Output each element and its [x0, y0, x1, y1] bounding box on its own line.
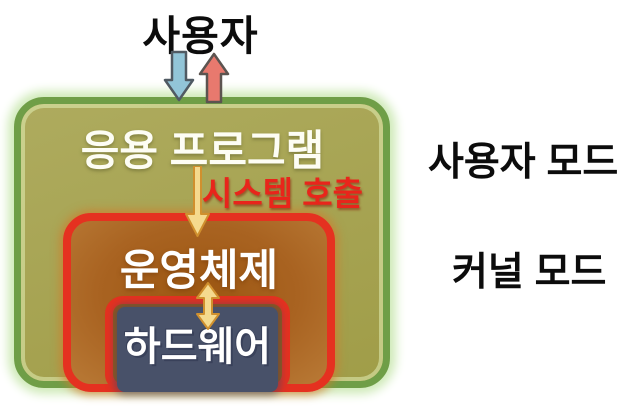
system-call-arrow-icon [185, 166, 210, 237]
user-io-arrows [163, 50, 230, 104]
user-label: 사용자 [142, 13, 259, 59]
os-hardware-double-arrow-icon [196, 282, 220, 330]
application-label: 응용 프로그램 [80, 127, 325, 174]
down-arrow-icon [163, 50, 195, 102]
user-mode-label: 사용자 모드 [428, 141, 619, 184]
system-call-down-arrow [185, 166, 210, 237]
operating-system-label: 운영체제 [119, 247, 279, 295]
kernel-mode-label: 커널 모드 [452, 251, 607, 294]
system-call-label: 시스템 호출 [202, 175, 363, 212]
hardware-label: 하드웨어 [123, 325, 272, 369]
hardware-box [117, 307, 278, 392]
up-arrow-icon [198, 52, 230, 104]
double-headed-arrow [196, 282, 220, 330]
